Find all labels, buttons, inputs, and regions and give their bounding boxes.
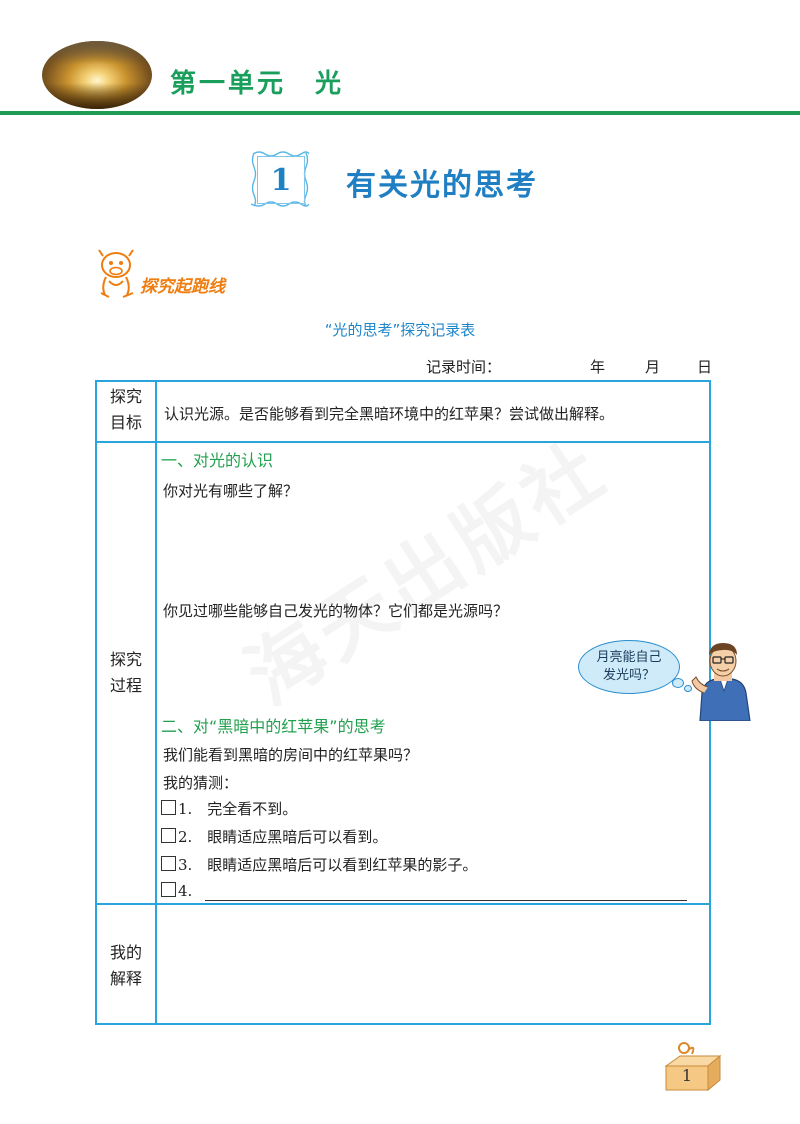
year-label: 年 <box>590 358 606 376</box>
option-label: 1. 完全看不到。 <box>178 800 298 818</box>
option-1[interactable]: 1. 完全看不到。 <box>161 798 297 819</box>
teacher-illustration-icon <box>691 643 751 721</box>
record-time-label: 记录时间： <box>426 358 502 376</box>
table-caption: “光的思考”探究记录表 <box>324 321 476 339</box>
section-title-2: 二、对“黑暗中的红苹果”的思考 <box>161 717 386 736</box>
checkbox[interactable] <box>161 800 176 815</box>
section-badge-label: 探究起跑线 <box>140 277 225 297</box>
option-label: 3. 眼睛适应黑暗后可以看到红苹果的影子。 <box>178 856 478 874</box>
month-label: 月 <box>645 358 661 376</box>
header-divider <box>0 111 800 115</box>
record-table <box>95 380 711 1025</box>
cow-mascot-icon <box>98 249 134 298</box>
lesson-title: 有关光的思考 <box>346 168 538 203</box>
day-label: 日 <box>697 358 713 376</box>
table-divider <box>95 903 711 905</box>
checkbox[interactable] <box>161 828 176 843</box>
option-3[interactable]: 3. 眼睛适应黑暗后可以看到红苹果的影子。 <box>161 854 477 875</box>
question-3: 我们能看到黑暗的房间中的红苹果吗？ <box>163 746 419 764</box>
table-divider <box>155 380 157 1025</box>
option-label: 4. <box>178 882 193 900</box>
speech-bubble: 月亮能自己 发光吗？ <box>578 640 680 694</box>
checkbox[interactable] <box>161 856 176 871</box>
table-divider <box>95 441 711 443</box>
guess-label: 我的猜测： <box>163 774 239 792</box>
answer-blank-line[interactable] <box>205 900 687 901</box>
page-number-box-icon <box>664 1042 722 1092</box>
question-2: 你见过哪些能够自己发光的物体？它们都是光源吗？ <box>163 602 509 620</box>
row-header-process: 探究过程 <box>109 650 142 695</box>
page-number: 1 <box>681 1066 693 1085</box>
option-label: 2. 眼睛适应黑暗后可以看到。 <box>178 828 388 846</box>
sunset-image <box>42 41 152 109</box>
bubble-text-line1: 月亮能自己 <box>596 650 662 665</box>
option-2[interactable]: 2. 眼睛适应黑暗后可以看到。 <box>161 826 387 847</box>
goal-text: 认识光源。是否能够看到完全黑暗环境中的红苹果？尝试做出解释。 <box>164 405 615 423</box>
section-title-1: 一、对光的认识 <box>161 451 274 470</box>
checkbox[interactable] <box>161 882 176 897</box>
row-header-explanation: 我的解释 <box>109 943 142 988</box>
lesson-number-frame: 1 <box>251 150 309 208</box>
unit-title: 第一单元 光 <box>170 69 345 99</box>
bubble-text-line2: 发光吗？ <box>602 668 655 683</box>
question-1: 你对光有哪些了解？ <box>163 482 299 500</box>
row-header-goal: 探究目标 <box>109 387 142 432</box>
bubble-tail <box>672 678 684 688</box>
bubble-tail <box>684 685 692 692</box>
option-4[interactable]: 4. <box>161 882 192 900</box>
lesson-number: 1 <box>270 162 292 198</box>
